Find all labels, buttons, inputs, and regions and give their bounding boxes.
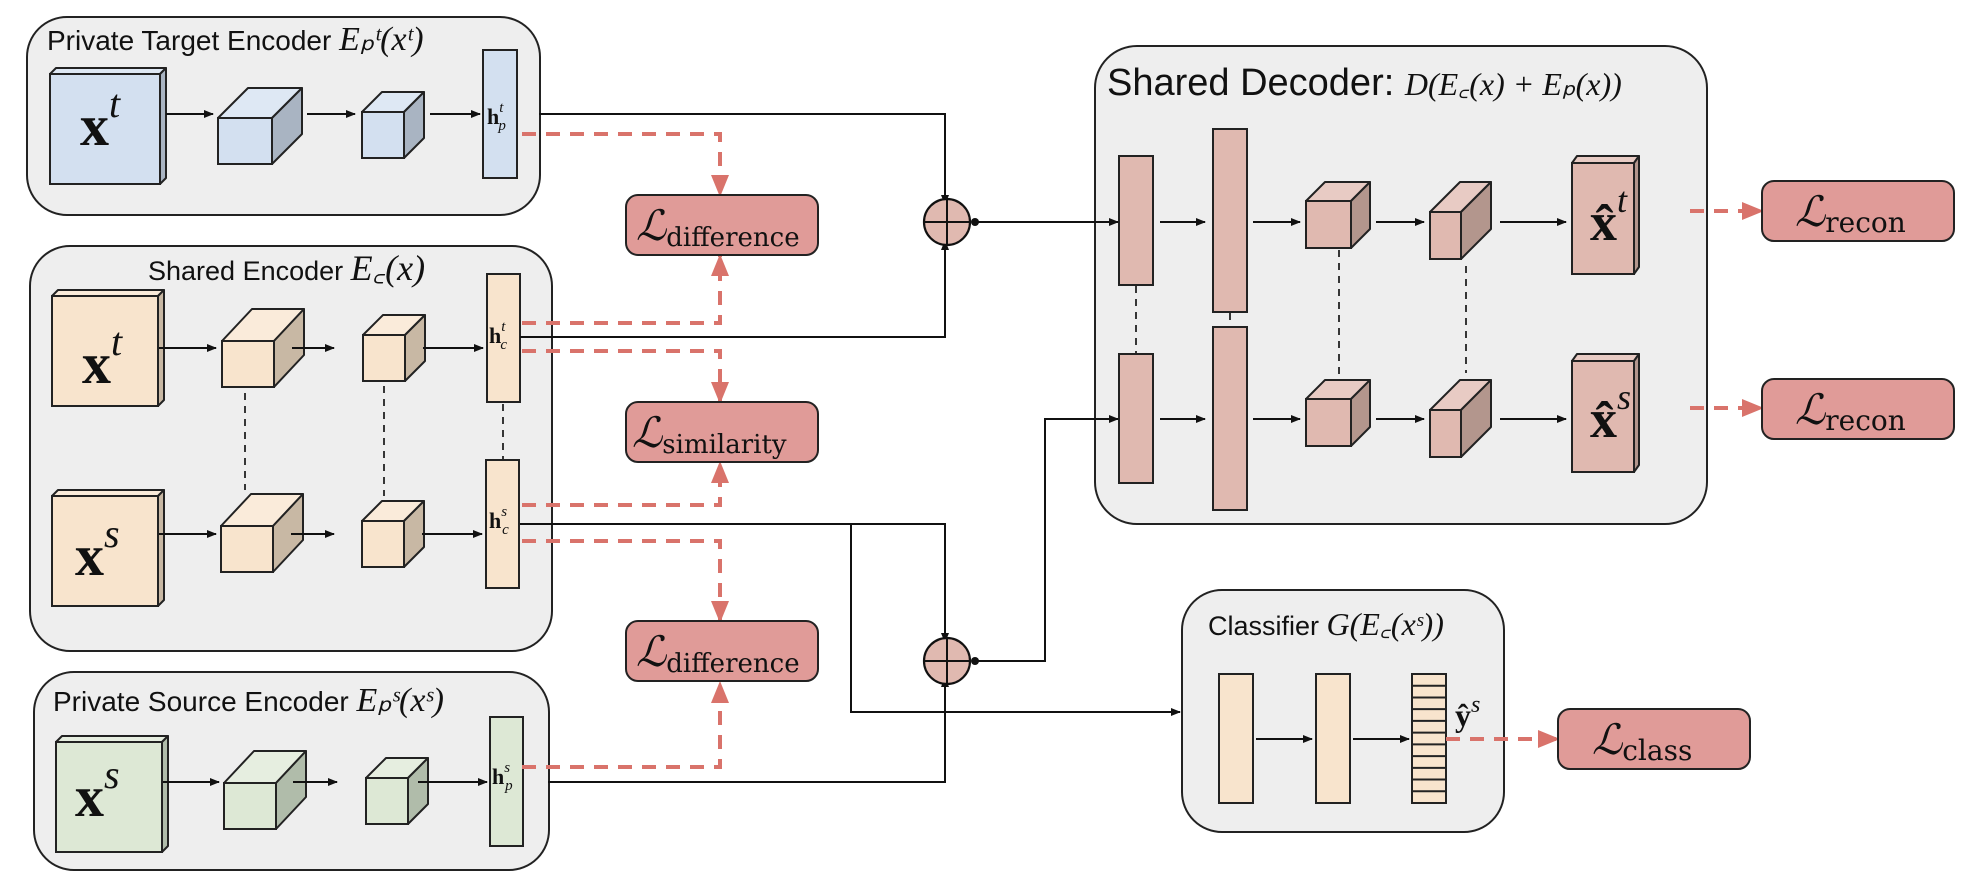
input-image-xs-private — [55, 735, 169, 853]
svg-text:ℒrecon: ℒrecon — [1795, 190, 1906, 239]
class-prediction-label: ŷs — [1455, 692, 1480, 733]
forward-connections — [520, 113, 1181, 783]
svg-text:ℒdifference: ℒdifference — [636, 204, 800, 253]
private-source-encoder-title: Private Source Encoder Eₚˢ(xˢ) — [53, 682, 444, 719]
loss-difference-top: ℒdifference — [625, 194, 819, 256]
input-image-xt-private — [49, 67, 167, 185]
red-hcs-to-similarity — [522, 461, 729, 507]
decoder-output-xt — [1571, 155, 1640, 275]
wire-hcs-to-sum-bottom — [520, 523, 949, 643]
decoder-deconv-2-s — [1429, 379, 1492, 458]
code-vector-hps — [489, 716, 524, 847]
input-image-xs-shared — [51, 489, 165, 607]
conv-layer-1-shared-s — [220, 493, 304, 573]
red-hct-to-difference-top — [522, 254, 729, 325]
svg-text:ℒclass: ℒclass — [1592, 718, 1692, 767]
input-image-xt-shared — [51, 289, 165, 407]
input-xs-shared-label: xs — [75, 511, 120, 588]
decoder-deconv-2-t — [1429, 181, 1492, 260]
loss-recon-source: ℒrecon — [1761, 378, 1955, 440]
wire-hpt-to-sum-top — [539, 113, 949, 205]
loss-difference-bottom: ℒdifference — [625, 620, 819, 682]
sum-node-source — [922, 636, 972, 686]
red-hpt-to-difference-top — [522, 132, 729, 197]
classifier-output-softmax — [1411, 673, 1447, 804]
recon-xs-label: x̂s — [1590, 377, 1631, 449]
input-xt-private-label: xt — [80, 81, 121, 158]
code-vector-hpt — [482, 49, 518, 179]
shared-encoder-title: Shared Encoder E꜀(x) — [148, 248, 425, 288]
recon-xt-label: x̂t — [1590, 180, 1628, 252]
wire-sum-bottom-to-decoder — [975, 415, 1119, 662]
red-hct-to-similarity — [522, 349, 729, 404]
loss-similarity: ℒsimilarity — [625, 401, 819, 463]
decoder-fc-1-s — [1118, 353, 1154, 484]
private-target-encoder-title: Private Target Encoder Eₚᵗ(xᵗ) — [47, 21, 424, 58]
conv-layer-1-private-source — [223, 750, 307, 830]
wire-hct-to-sum-top — [520, 240, 949, 338]
decoder-output-xs — [1571, 353, 1640, 473]
conv-layer-2-shared-t — [362, 314, 426, 382]
conv-layer-2-shared-s — [361, 500, 425, 568]
wire-hcs-to-classifier — [850, 524, 1181, 716]
code-vector-hct — [486, 273, 521, 403]
loss-class: ℒclass — [1557, 708, 1751, 770]
conv-layer-1-shared-t — [221, 308, 305, 388]
wire-hps-to-sum-bottom — [548, 677, 949, 783]
decoder-deconv-1-s — [1305, 379, 1371, 447]
input-xs-private-label: xs — [75, 752, 120, 829]
red-hcs-to-difference-bottom — [522, 539, 729, 623]
conv-layer-2-private-source — [365, 757, 429, 825]
conv-layer-2-private-target — [361, 91, 425, 159]
decoder-fc-1-t — [1118, 155, 1154, 286]
svg-text:ℒdifference: ℒdifference — [636, 630, 800, 679]
conv-layer-1-private-target — [217, 87, 303, 165]
classifier-fc-1 — [1218, 673, 1254, 804]
sum-node-target — [922, 197, 972, 247]
svg-text:ℒrecon: ℒrecon — [1795, 388, 1906, 437]
classifier-fc-2 — [1315, 673, 1351, 804]
input-xt-shared-label: xt — [82, 319, 123, 396]
svg-text:ℒsimilarity: ℒsimilarity — [632, 411, 787, 460]
loss-recon-target: ℒrecon — [1761, 180, 1955, 242]
decoder-fc-2-s — [1212, 326, 1248, 511]
loss-connections — [522, 132, 1764, 769]
shared-decoder-title: Shared Decoder: D(E꜀(x) + Eₚ(x)) — [1107, 62, 1622, 104]
code-vector-hcs — [485, 459, 520, 589]
decoder-deconv-1-t — [1305, 181, 1371, 249]
decoder-fc-2-t — [1212, 128, 1248, 313]
red-hps-to-difference-bottom — [522, 681, 729, 769]
classifier-title: Classifier G(E꜀(xˢ)) — [1208, 606, 1444, 642]
